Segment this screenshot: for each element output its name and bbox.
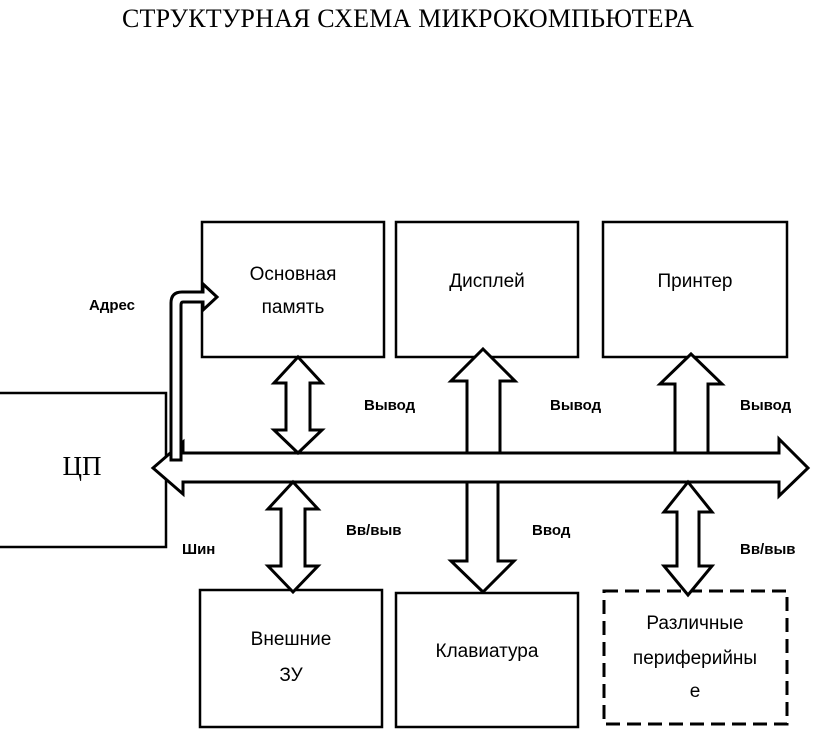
diagram-title: СТРУКТУРНАЯ СХЕМА МИКРОКОМПЬЮТЕРА <box>121 4 695 33</box>
memory-block <box>200 220 386 359</box>
peripherals-block <box>602 589 789 726</box>
storage-bus-arrow <box>264 479 322 595</box>
external-storage-block <box>198 588 384 729</box>
printer-output-label: Вывод <box>740 397 792 414</box>
external-storage-label-line2: ЗУ <box>279 665 303 686</box>
address-arrow <box>169 280 220 462</box>
keyboard-label: Клавиатура <box>436 641 539 662</box>
peripherals-label-line3: е <box>690 681 701 702</box>
printer-block <box>601 220 789 359</box>
memory-label-line1: Основная <box>250 264 337 285</box>
system-bus-arrow <box>150 435 811 500</box>
display-label: Дисплей <box>449 271 525 292</box>
peripherals-label-line2: периферийны <box>633 648 757 669</box>
printer-output-arrow <box>656 351 726 455</box>
cpu-label: ЦП <box>63 451 102 481</box>
cpu-block <box>0 391 168 549</box>
keyboard-input-label: Ввод <box>532 522 571 539</box>
memory-bus-arrow <box>270 354 326 456</box>
display-output-arrow <box>447 346 519 455</box>
memory-output-label: Вывод <box>364 397 416 414</box>
printer-label: Принтер <box>658 271 733 292</box>
memory-label-line2: память <box>262 297 325 318</box>
peripherals-label-line1: Различные <box>646 613 743 634</box>
peripherals-bus-arrow <box>660 479 716 598</box>
external-storage-label-line1: Внешние <box>251 629 332 650</box>
keyboard-block <box>394 591 580 729</box>
address-label: Адрес <box>89 297 135 314</box>
storage-io-label: Вв/выв <box>346 522 401 539</box>
peripherals-io-label: Вв/выв <box>740 541 795 558</box>
bus-label: Шин <box>182 541 215 558</box>
display-output-label: Вывод <box>550 397 602 414</box>
keyboard-input-arrow <box>447 480 518 595</box>
